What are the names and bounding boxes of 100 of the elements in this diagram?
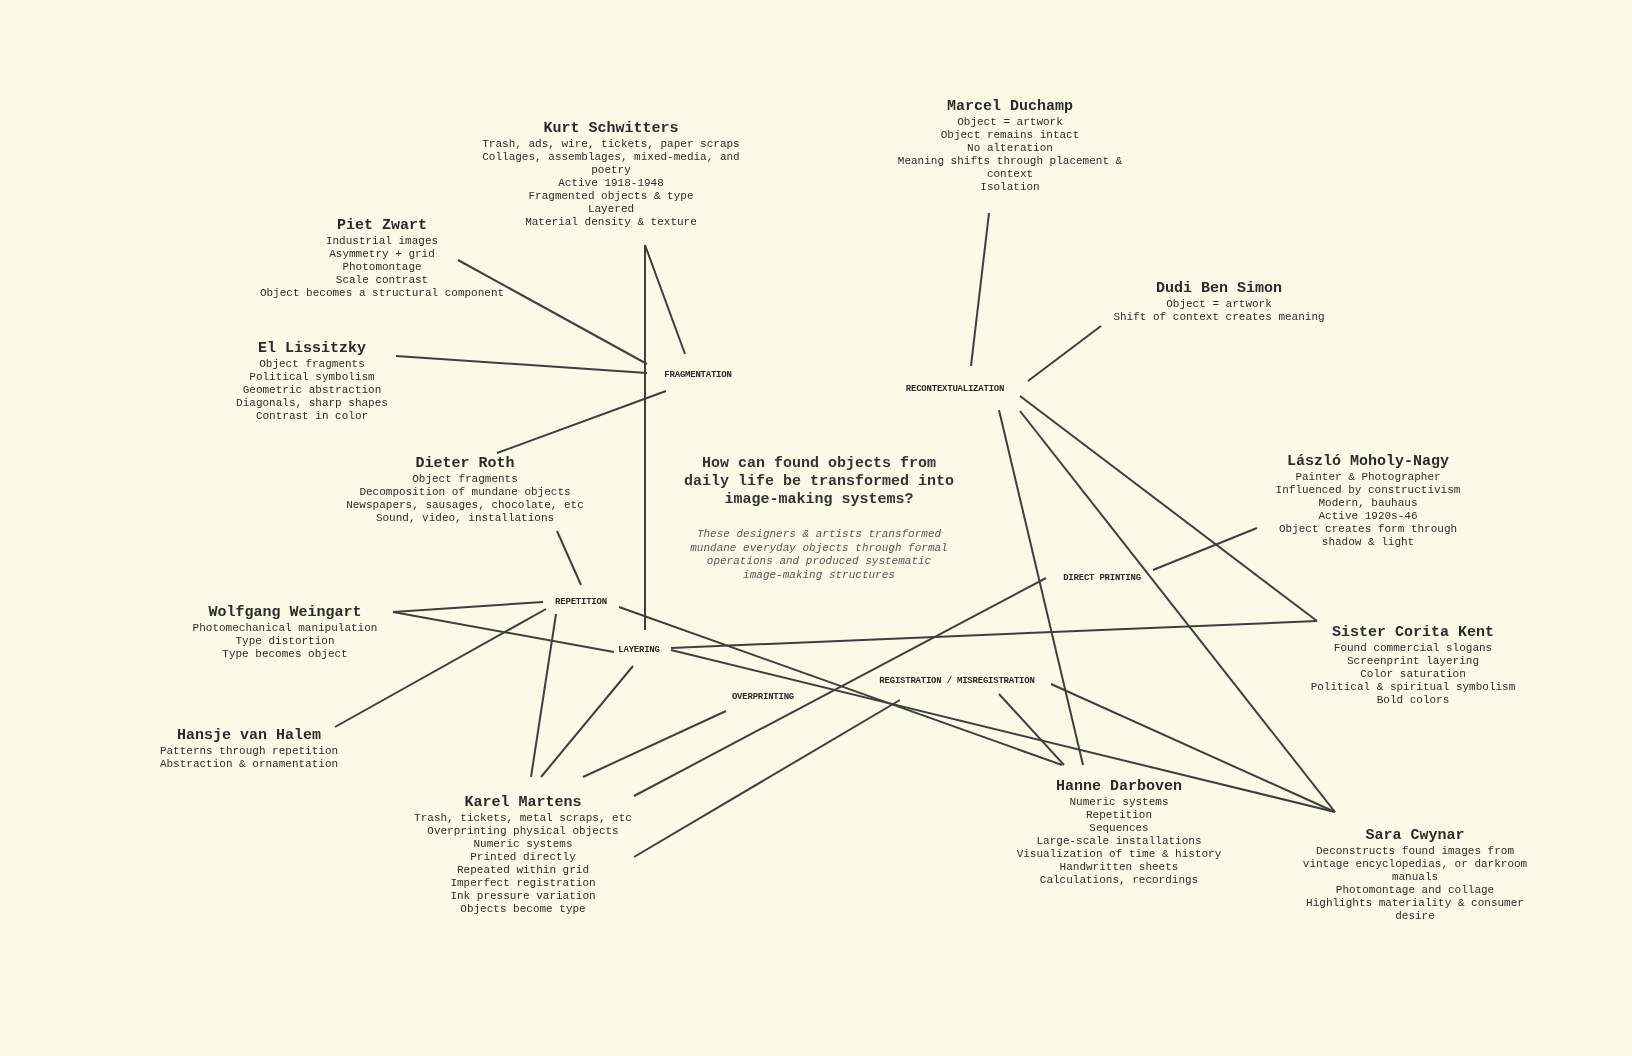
connector-line [496, 390, 667, 454]
connector-line [970, 212, 990, 367]
connector-line [392, 611, 615, 653]
note-text: Abstraction & ornamentation [159, 758, 339, 771]
note-text: Political symbolism [249, 371, 375, 384]
connector-line [1027, 325, 1102, 382]
artist-name: Wolfgang Weingart [208, 604, 362, 622]
note-text: Photomechanical manipulation [192, 622, 378, 635]
note-text: Numeric systems [1069, 796, 1169, 809]
note-text: Painter & Photographer [1295, 471, 1441, 484]
note-text: Found commercial slogans [1333, 642, 1493, 655]
note-text: Deconstructs found images from vintage encyclopedias, or darkroom manuals [1301, 845, 1529, 884]
note-text: Scale contrast [335, 274, 429, 287]
artist-name: Dudi Ben Simon [1156, 280, 1282, 298]
note-text: Active 1920s-46 [1318, 510, 1418, 523]
artist-name: Kurt Schwitters [543, 120, 679, 138]
note-text: Object creates form through shadow & light [1277, 523, 1459, 549]
artist-name: Sister Corita Kent [1332, 624, 1494, 642]
artist-name: El Lissitzky [258, 340, 366, 358]
artist-name: László Moholy-Nagy [1287, 453, 1449, 471]
connector-line [1152, 527, 1258, 571]
note-text: Printed directly [470, 851, 576, 864]
connector-line [457, 259, 648, 365]
note-text: Contrast in color [255, 410, 369, 423]
note-text: Photomontage [342, 261, 422, 274]
note-text: Collages, assemblages, mixed-media, and poetry [481, 151, 741, 177]
connector-line [530, 613, 557, 778]
note-text: Political & spiritual symbolism [1310, 681, 1516, 694]
connector-line [1019, 395, 1318, 622]
note-text: Trash, ads, wire, tickets, paper scraps [482, 138, 740, 151]
connector-line [1050, 683, 1336, 813]
connector-line [395, 355, 648, 374]
concept-label: LAYERING [614, 644, 664, 656]
note-text: Object remains intact [940, 129, 1080, 142]
note-text: Patterns through repetition [159, 745, 339, 758]
note-text: Object = artwork [1166, 298, 1272, 311]
note-text: Modern, bauhaus [1318, 497, 1418, 510]
note-text: Object = artwork [957, 116, 1063, 129]
note-text: Meaning shifts through placement & context [896, 155, 1124, 181]
note-text: Screenprint layering [1347, 655, 1479, 668]
note-text: Bold colors [1376, 694, 1450, 707]
note-text: Asymmetry + grid [329, 248, 435, 261]
note-text: Handwritten sheets [1059, 861, 1179, 874]
connector-line [1019, 410, 1336, 813]
artist-name: Hanne Darboven [1056, 778, 1182, 796]
note-text: Overprinting physical objects [427, 825, 619, 838]
note-text: Imperfect registration [450, 877, 596, 890]
note-text: Photomontage and collage [1335, 884, 1495, 897]
note-text: Repeated within grid [457, 864, 589, 877]
note-text: Type distortion [235, 635, 335, 648]
artist-name: Sara Cwynar [1365, 827, 1465, 845]
artist-name: Marcel Duchamp [947, 98, 1073, 116]
note-text: Object fragments [412, 473, 518, 486]
note-text: Calculations, recordings [1039, 874, 1199, 887]
connector-line [633, 699, 901, 858]
connector-line [644, 244, 686, 355]
artist-name: Dieter Roth [415, 455, 515, 473]
note-text: Decomposition of mundane objects [359, 486, 571, 499]
central-question: How can found objects from daily life be transformed into image-making systems? [682, 455, 955, 509]
artist-name: Piet Zwart [337, 217, 427, 235]
note-text: Shift of context creates meaning [1113, 311, 1325, 324]
connector-line [556, 530, 582, 586]
connector-line [670, 649, 1336, 813]
note-text: Sound, video, installations [375, 512, 555, 525]
connector-line [998, 409, 1084, 766]
note-text: Isolation [980, 181, 1040, 194]
note-text: Industrial images [325, 235, 439, 248]
artist-name: Hansje van Halem [177, 727, 321, 745]
connector-line [334, 608, 547, 728]
note-text: No alteration [967, 142, 1053, 155]
connector-line [644, 244, 646, 631]
concept-label: FRAGMENTATION [660, 369, 736, 381]
connector-line [670, 620, 1318, 649]
note-text: Newspapers, sausages, chocolate, etc [346, 499, 584, 512]
note-text: Diagonals, sharp shapes [236, 397, 388, 410]
note-text: Material density & texture [525, 216, 697, 229]
note-text: Large-scale installations [1036, 835, 1202, 848]
note-text: Highlights materiality & consumer desire [1305, 897, 1525, 923]
note-text: Trash, tickets, metal scraps, etc [414, 812, 632, 825]
concept-label: DIRECT PRINTING [1059, 572, 1145, 584]
note-text: Layered [587, 203, 635, 216]
note-text: Color saturation [1360, 668, 1466, 681]
note-text: Sequences [1089, 822, 1149, 835]
note-text: Fragmented objects & type [528, 190, 694, 203]
connector-line [582, 710, 727, 778]
connector-line [540, 665, 634, 778]
note-text: Repetition [1086, 809, 1152, 822]
description-text: These designers & artists transformed mundane everyday objects through formal operations and produced systematic image-making structures [689, 528, 949, 582]
note-text: Active 1918-1948 [558, 177, 664, 190]
concept-label: RECONTEXTUALIZATION [901, 383, 1009, 395]
note-text: Geometric abstraction [242, 384, 382, 397]
note-text: Influenced by constructivism [1275, 484, 1461, 497]
note-text: Ink pressure variation [450, 890, 596, 903]
connector-line [633, 577, 1047, 797]
note-text: Visualization of time & history [1016, 848, 1222, 861]
connector-line [998, 693, 1065, 766]
note-text: Object becomes a structural component [259, 287, 505, 300]
concept-label: REPETITION [551, 596, 611, 608]
note-text: Object fragments [259, 358, 365, 371]
concept-label: OVERPRINTING [727, 691, 799, 703]
